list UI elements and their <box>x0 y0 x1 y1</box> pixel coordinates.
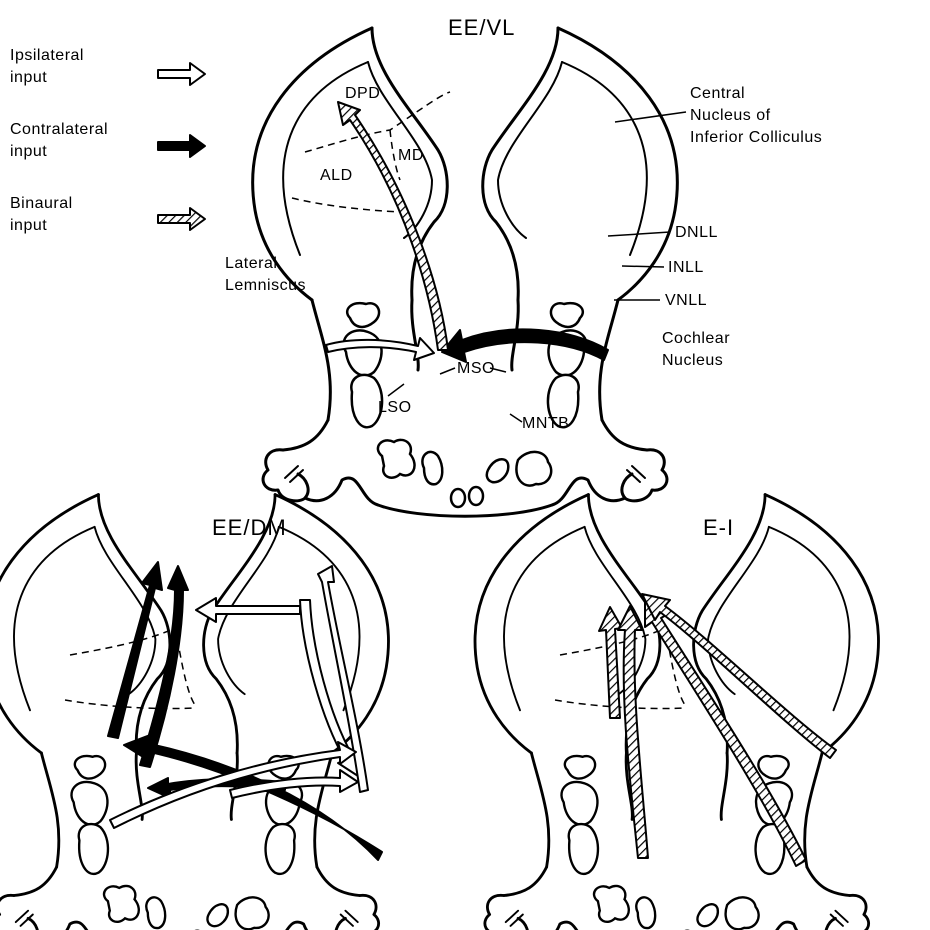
central-nucleus-leader <box>615 112 686 122</box>
label-inll: INLL <box>668 259 704 276</box>
label-lso: LSO <box>378 399 412 416</box>
binaural-arrow-swatch <box>158 208 205 230</box>
ic-division-line <box>65 700 195 709</box>
panel-title-e-i: E-I <box>703 515 734 540</box>
binaural-pathway-arrow <box>645 598 806 866</box>
ipsilateral-pathway-arrow <box>196 598 300 622</box>
binaural-pathway-arrow <box>599 607 622 718</box>
panel-e-i: E-I <box>475 495 878 930</box>
mso-leader <box>440 368 455 374</box>
ipsilateral-arrow-swatch <box>158 63 205 85</box>
ic-division-line <box>292 198 400 212</box>
contralateral-arrow-swatch <box>158 135 205 157</box>
label-ald: ALD <box>320 167 353 184</box>
inll-leader <box>622 266 664 267</box>
panel-title-ee-vl: EE/VL <box>448 15 515 40</box>
label-dnll: DNLL <box>675 224 718 241</box>
brainstem-outline-right <box>475 495 878 930</box>
label-dpd: DPD <box>345 85 380 102</box>
label-vnll: VNLL <box>665 292 707 309</box>
panel-ee-dm: EE/DM <box>0 495 388 930</box>
label-md: MD <box>398 147 424 164</box>
label-mntb: MNTB <box>522 415 569 432</box>
brainstem-outline-top <box>253 28 678 516</box>
binaural-pathway-arrow <box>642 594 836 758</box>
label-mso: MSO <box>457 360 495 377</box>
mntb-leader <box>510 414 522 422</box>
lso-leader <box>388 384 404 396</box>
dnll-leader <box>608 232 670 236</box>
